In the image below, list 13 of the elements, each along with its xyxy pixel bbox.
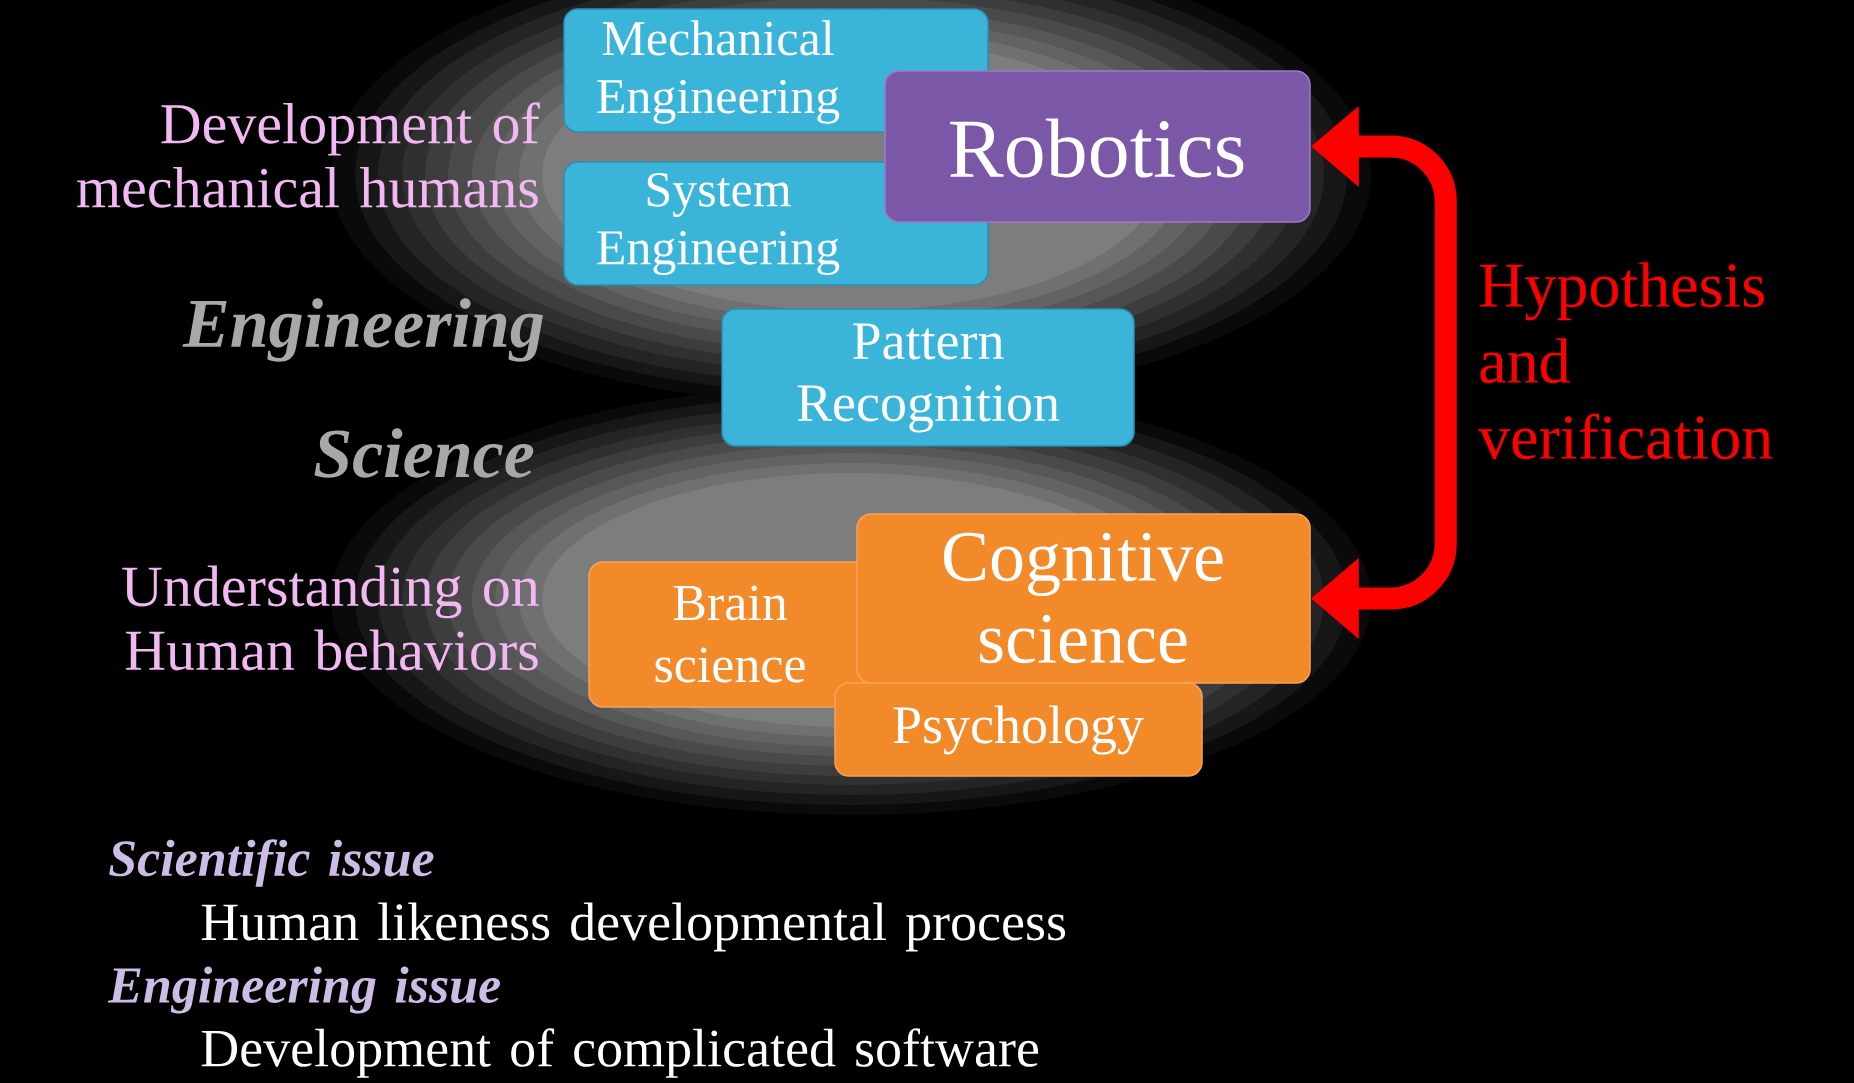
issue-heading: Engineering issue xyxy=(107,966,500,1014)
section-heading: Science xyxy=(314,428,534,478)
process-box: Cognitive science xyxy=(856,513,1311,684)
issue-text: Development of complicated software xyxy=(201,1028,1039,1078)
issue-heading: Scientific issue xyxy=(109,839,434,887)
process-box: Brain science xyxy=(588,561,882,708)
section-heading: Engineering xyxy=(182,298,543,362)
process-box: Pattern Recognition xyxy=(721,308,1135,447)
edge-label: Hypothesis and verification xyxy=(1478,262,1773,460)
process-box: Psychology xyxy=(834,682,1203,777)
side-note: Development of mechanical humans xyxy=(77,102,540,208)
issue-text: Human likeness developmental process xyxy=(201,902,1066,952)
process-box: Robotics xyxy=(884,70,1311,223)
